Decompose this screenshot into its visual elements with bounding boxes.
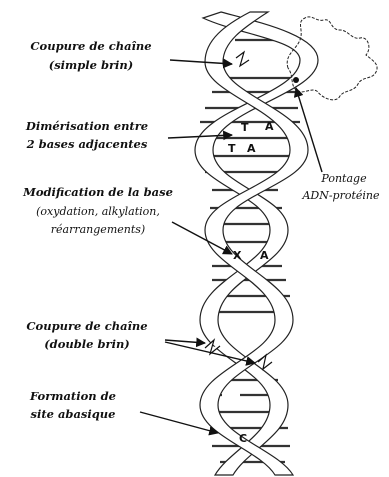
svg-text:2 bases adjacentes: 2 bases adjacentes <box>26 137 148 151</box>
label-dimerisation: Dimérisation entre 2 bases adjacentes <box>25 119 148 151</box>
base-a-3: A <box>260 249 269 262</box>
label-single-break: Coupure de chaîne (simple brin) <box>30 39 151 72</box>
svg-text:Coupure de chaîne: Coupure de chaîne <box>30 39 151 53</box>
svg-text:ADN-protéine: ADN-protéine <box>301 189 380 202</box>
base-a-1: A <box>265 120 274 133</box>
label-protein-crosslink: Pontage ADN-protéine <box>301 172 380 202</box>
svg-text:Coupure de chaîne: Coupure de chaîne <box>26 319 147 333</box>
crosslink-junction <box>293 77 299 83</box>
svg-text:Dimérisation entre: Dimérisation entre <box>25 119 148 133</box>
svg-text:Modification de la base: Modification de la base <box>22 185 173 199</box>
base-t-2: T <box>228 142 236 155</box>
svg-text:(double brin): (double brin) <box>44 337 130 351</box>
svg-text:Pontage: Pontage <box>320 172 367 185</box>
base-a-2: A <box>247 142 256 155</box>
svg-text:site abasique: site abasique <box>31 407 116 421</box>
svg-text:(simple brin): (simple brin) <box>49 58 133 72</box>
svg-text:réarrangements): réarrangements) <box>51 223 145 236</box>
base-c: C <box>239 432 247 445</box>
base-x: X <box>233 249 242 262</box>
svg-text:Formation de: Formation de <box>29 389 116 403</box>
svg-text:(oxydation, alkylation,: (oxydation, alkylation, <box>36 205 160 218</box>
single-strand-break <box>236 52 249 66</box>
label-double-break: Coupure de chaîne (double brin) <box>26 319 147 351</box>
arrow-double-break-a <box>165 340 205 343</box>
base-t-1: T <box>241 121 249 134</box>
label-base-modification: Modification de la base (oxydation, alky… <box>22 185 173 236</box>
label-abasic-site: Formation de site abasique <box>29 389 116 421</box>
